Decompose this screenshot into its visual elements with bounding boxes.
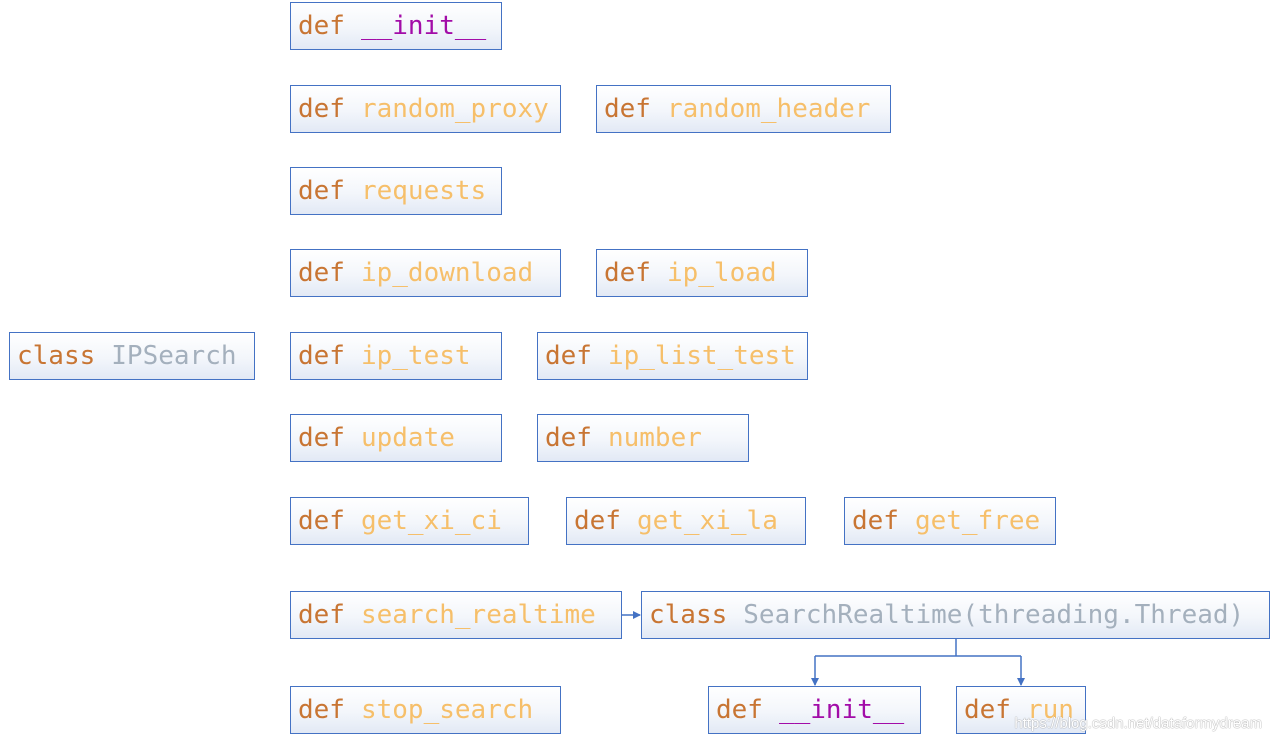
def-keyword: def	[298, 341, 345, 371]
def-keyword: def	[604, 94, 651, 124]
method-name: __init__	[360, 11, 487, 41]
method-ip-load-box: def ip_load	[596, 249, 808, 297]
method-update-box: def update	[290, 414, 502, 462]
def-keyword: def	[298, 506, 345, 536]
class-keyword: class	[649, 600, 728, 630]
def-keyword: def	[852, 506, 899, 536]
method-get-free-box: def get_free	[844, 497, 1056, 545]
method-requests-box: def requests	[290, 167, 502, 215]
method-name: run	[1026, 695, 1074, 725]
method-search-realtime-box: def search_realtime	[290, 591, 622, 639]
method-random-header-box: def random_header	[596, 85, 891, 133]
method-stop-search-box: def stop_search	[290, 686, 561, 734]
def-keyword: def	[604, 258, 651, 288]
def-keyword: def	[964, 695, 1011, 725]
def-keyword: def	[298, 94, 345, 124]
searchrealtime-init-box: def __init__	[708, 686, 921, 734]
class-keyword: class	[17, 341, 96, 371]
method-get-xi-ci-box: def get_xi_ci	[290, 497, 529, 545]
method-get-xi-la-box: def get_xi_la	[566, 497, 806, 545]
def-keyword: def	[298, 11, 345, 41]
def-keyword: def	[574, 506, 621, 536]
def-keyword: def	[298, 600, 345, 630]
method-name: get_xi_ci	[360, 506, 502, 536]
def-keyword: def	[298, 695, 345, 725]
class-ipsearch-box: class IPSearch	[9, 332, 255, 380]
def-keyword: def	[298, 176, 345, 206]
method-name: update	[360, 423, 455, 453]
def-keyword: def	[298, 423, 345, 453]
watermark: https://blog.csdn.net/dataformydream	[1014, 715, 1262, 732]
method-name: search_realtime	[360, 600, 596, 630]
method-init-box: def __init__	[290, 2, 502, 50]
class-searchrealtime-box: class SearchRealtime(threading.Thread)	[641, 591, 1270, 639]
def-keyword: def	[716, 695, 763, 725]
method-name: __init__	[778, 695, 905, 725]
class-name: IPSearch	[111, 341, 237, 371]
def-keyword: def	[545, 423, 592, 453]
method-name: ip_list_test	[607, 341, 796, 371]
method-name: get_free	[914, 506, 1041, 536]
method-number-box: def number	[537, 414, 749, 462]
class-name: SearchRealtime(threading.Thread)	[743, 600, 1245, 630]
method-name: requests	[360, 176, 487, 206]
method-name: ip_download	[360, 258, 534, 288]
method-ip-test-box: def ip_test	[290, 332, 502, 380]
method-name: random_header	[666, 94, 871, 124]
method-random-proxy-box: def random_proxy	[290, 85, 561, 133]
def-keyword: def	[298, 258, 345, 288]
def-keyword: def	[545, 341, 592, 371]
method-name: random_proxy	[360, 94, 549, 124]
method-ip-list-test-box: def ip_list_test	[537, 332, 808, 380]
method-name: get_xi_la	[636, 506, 778, 536]
method-name: number	[607, 423, 702, 453]
method-name: stop_search	[360, 695, 534, 725]
method-ip-download-box: def ip_download	[290, 249, 561, 297]
method-name: ip_load	[666, 258, 777, 288]
method-name: ip_test	[360, 341, 471, 371]
